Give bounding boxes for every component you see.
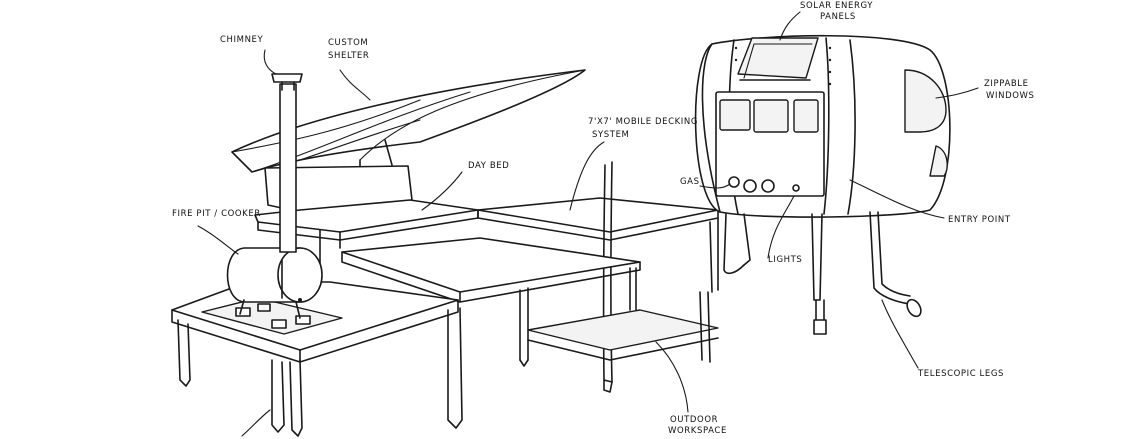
fire-pit-table bbox=[171, 281, 463, 437]
label-windows-1: ZIPPABLE bbox=[984, 79, 1029, 89]
label-lights: LIGHTS bbox=[768, 255, 802, 265]
fire-pit-cooker bbox=[226, 247, 323, 319]
pod bbox=[694, 34, 951, 335]
label-gas: GAS bbox=[680, 177, 700, 187]
label-custom-shelter-1: CUSTOM bbox=[328, 38, 368, 48]
label-decking-1: 7'x7' MOBILE DECKING bbox=[588, 117, 698, 127]
label-telescopic-legs: TELESCOPIC LEGS bbox=[917, 369, 1004, 379]
annotations: CHIMNEY CUSTOM SHELTER FIRE PIT / COOKER… bbox=[172, 1, 1035, 436]
chimney bbox=[271, 73, 303, 253]
label-entry-point: ENTRY POINT bbox=[948, 215, 1011, 225]
label-solar-2: PANELS bbox=[820, 12, 856, 22]
label-outdoor-workspace-1: OUTDOOR bbox=[670, 415, 718, 425]
label-windows-2: WINDOWS bbox=[986, 91, 1035, 101]
custom-shelter bbox=[231, 69, 586, 173]
label-solar-1: SOLAR ENERGY bbox=[800, 1, 873, 11]
label-decking-2: SYSTEM bbox=[592, 130, 629, 140]
label-day-bed: DAY BED bbox=[468, 161, 509, 171]
label-fire-pit: FIRE PIT / COOKER bbox=[172, 209, 261, 219]
label-chimney: CHIMNEY bbox=[220, 35, 263, 45]
label-outdoor-workspace-2: WORKSPACE bbox=[668, 426, 727, 436]
leader-lines bbox=[197, 11, 979, 437]
outdoor-workspace bbox=[341, 237, 719, 367]
label-custom-shelter-2: SHELTER bbox=[328, 51, 369, 61]
